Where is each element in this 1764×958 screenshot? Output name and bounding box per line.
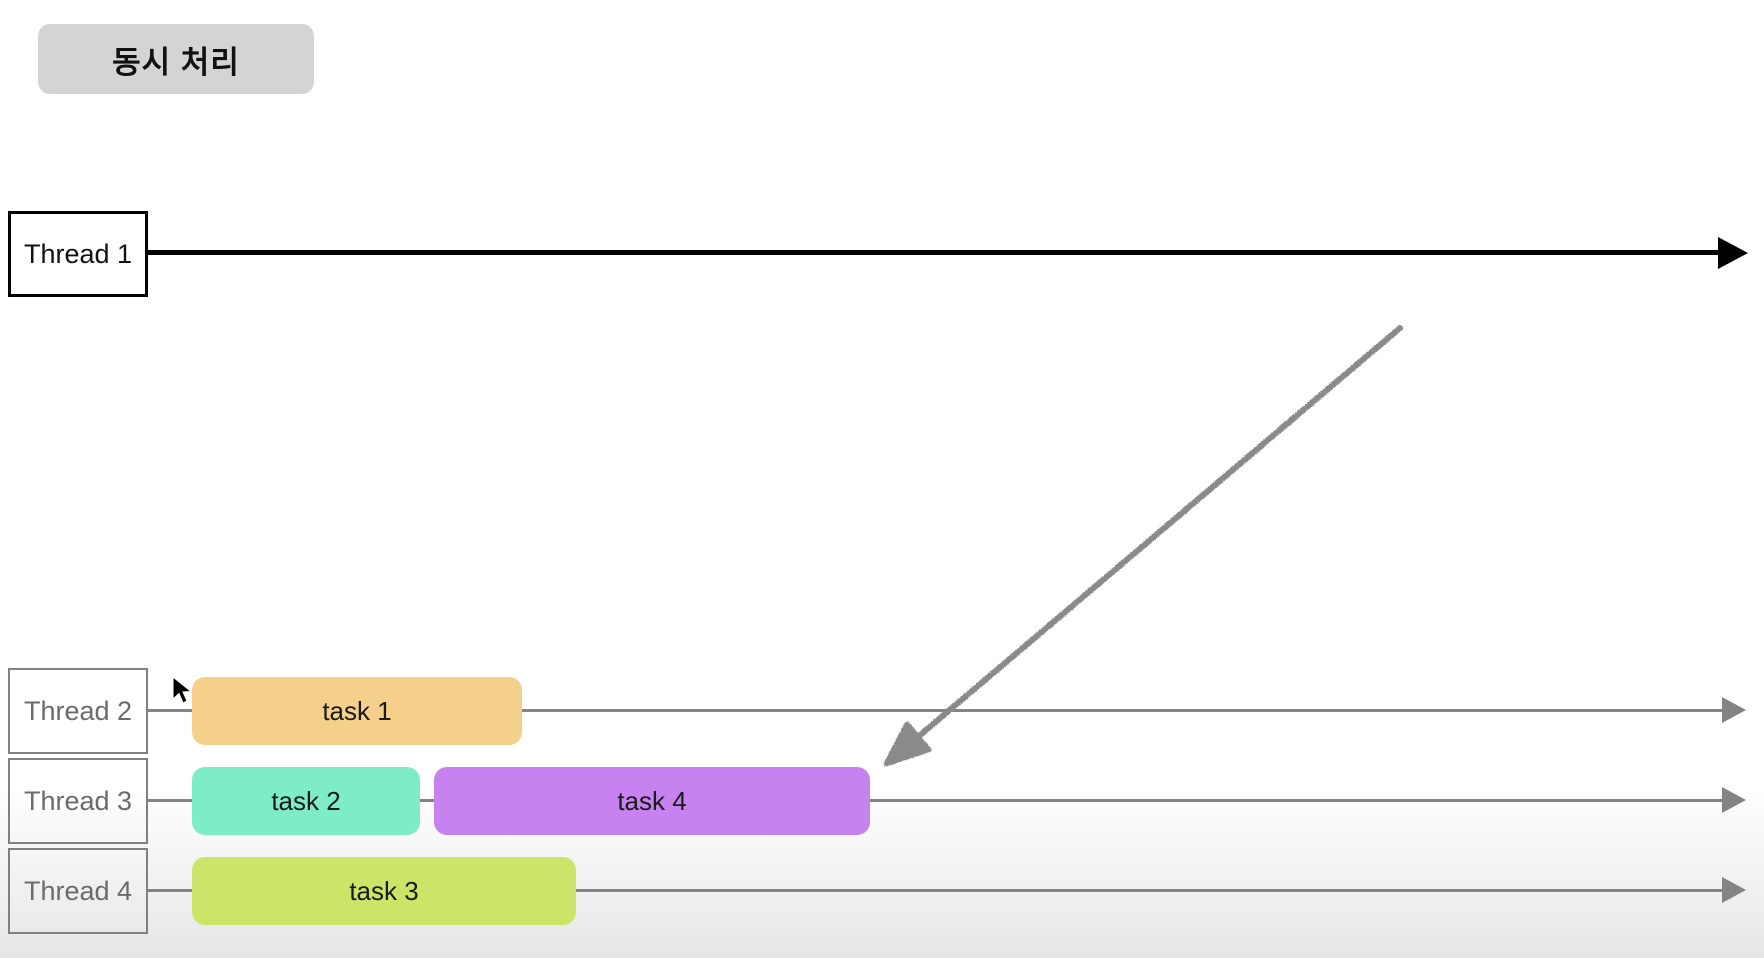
timeline-arrowhead-icon-1	[1718, 237, 1748, 269]
thread-row-2: Thread 2 task 1	[0, 668, 1764, 756]
thread-label-text-3: Thread 3	[23, 785, 133, 816]
thread-label-box-4[interactable]: Thread 4	[8, 848, 148, 934]
thread-label-box-3[interactable]: Thread 3	[8, 758, 148, 844]
thread-label-text-2: Thread 2	[23, 695, 133, 726]
timeline-arrowhead-icon-2	[1722, 697, 1746, 723]
task-bar-task-3[interactable]: task 3	[192, 857, 576, 925]
thread-label-text-1: Thread 1	[23, 238, 133, 269]
thread-row-1: Thread 1	[0, 211, 1764, 299]
thread-row-4: Thread 4 task 3	[0, 848, 1764, 936]
thread-timeline-track-3	[148, 799, 1732, 802]
thread-label-box-2[interactable]: Thread 2	[8, 668, 148, 754]
mouse-cursor-icon	[172, 676, 193, 704]
thread-timeline-track-4	[148, 889, 1732, 892]
timeline-arrowhead-icon-3	[1722, 787, 1746, 813]
thread-label-box-1[interactable]: Thread 1	[8, 211, 148, 297]
timeline-arrowhead-icon-4	[1722, 877, 1746, 903]
task-bar-task-1[interactable]: task 1	[192, 677, 522, 745]
thread-timeline-track-1	[148, 250, 1728, 255]
title-badge: 동시 처리	[38, 24, 314, 94]
task-bar-task-4[interactable]: task 4	[434, 767, 870, 835]
thread-row-3: Thread 3 task 2 task 4	[0, 758, 1764, 846]
task-bar-task-2[interactable]: task 2	[192, 767, 420, 835]
thread-label-text-4: Thread 4	[23, 875, 133, 906]
